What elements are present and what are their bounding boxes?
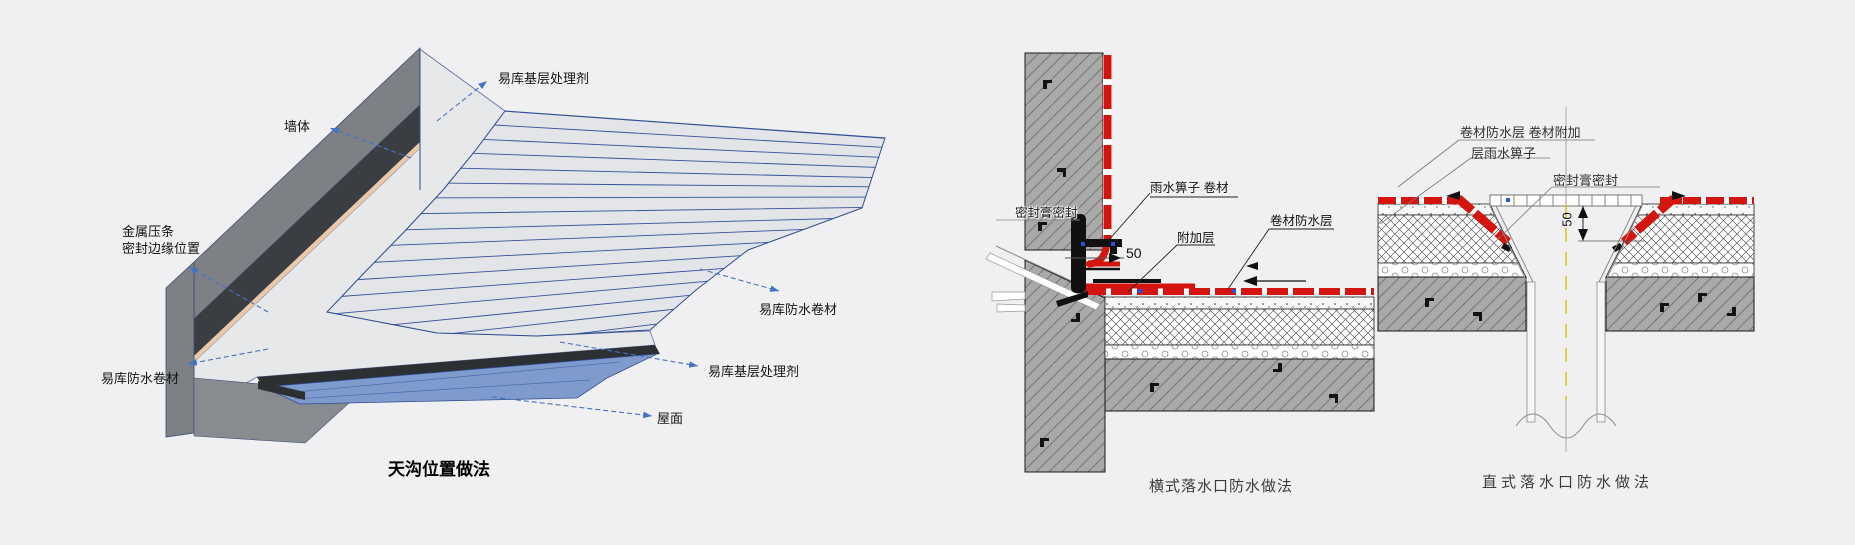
metal-batten-strip bbox=[194, 142, 420, 362]
label-roof: 屋面 bbox=[657, 411, 684, 426]
slab-right bbox=[1605, 276, 1755, 332]
slope-arrow-head bbox=[1243, 276, 1257, 286]
pipe-wall-left bbox=[1526, 281, 1536, 423]
clamp-bar bbox=[1093, 279, 1161, 283]
wall-primer-band bbox=[194, 105, 420, 356]
screed-layer bbox=[1104, 296, 1375, 310]
roof-edge-primer bbox=[257, 345, 660, 387]
label-membrane-left: 易库防水卷材 bbox=[101, 371, 180, 386]
side-drain-detail-drawing bbox=[985, 52, 1375, 473]
dim-arrow-50 bbox=[1109, 253, 1121, 263]
flow-arrow-left bbox=[1446, 191, 1460, 200]
dim-arrow-down bbox=[1578, 229, 1588, 241]
gutter-front-primer-notch bbox=[258, 381, 305, 400]
dim-50-mid: 50 bbox=[1126, 245, 1142, 261]
gutter-isometric-drawing bbox=[165, 47, 886, 444]
funnel-walls bbox=[1489, 205, 1643, 283]
wall-front-face bbox=[165, 261, 195, 438]
leader-primer-bottom bbox=[559, 341, 699, 368]
dim-arrow-up bbox=[1578, 206, 1588, 218]
vertical-drain-detail-drawing bbox=[1377, 107, 1755, 452]
leveling-layer bbox=[1104, 344, 1375, 360]
label-wall: 墙体 bbox=[284, 119, 311, 134]
corrugated-sheets bbox=[326, 110, 886, 337]
parapet-wall bbox=[1024, 52, 1104, 251]
pipe-break-symbol bbox=[1515, 413, 1617, 439]
vertical-drain-caption: 直式落水口防水做法 bbox=[1482, 474, 1654, 491]
annotation-leaders bbox=[1107, 192, 1334, 293]
blue-sheet-ridges bbox=[284, 361, 621, 400]
fastener-dots bbox=[1081, 242, 1236, 293]
ledge-step-2 bbox=[996, 303, 1026, 313]
leader-line1 bbox=[1397, 139, 1595, 188]
leader-wall bbox=[329, 127, 412, 159]
membrane-end-seal-left bbox=[1501, 243, 1512, 252]
label-metal-batten: 金属压条 密封边缘位置 bbox=[122, 223, 200, 257]
label-rain-grate-mid: 雨水箅子 卷材 bbox=[1150, 181, 1229, 195]
label-leaders bbox=[1379, 139, 1660, 241]
insulation-layer bbox=[1104, 308, 1375, 346]
soffit-flashing bbox=[985, 252, 1101, 311]
flange-drop bbox=[1110, 247, 1117, 254]
leader-membrane-right bbox=[699, 268, 780, 292]
gutter-diagram-title: 天沟位置做法 bbox=[388, 460, 490, 479]
sheet-ridge-lines bbox=[327, 111, 885, 336]
label-primer-bottom: 易库基层处理剂 bbox=[708, 364, 800, 379]
blue-roof-sheet bbox=[261, 353, 658, 405]
membrane-base-left bbox=[1378, 197, 1462, 204]
label-add-layer: 附加层 bbox=[1177, 231, 1215, 245]
leader-sealant bbox=[1496, 186, 1660, 241]
leveling-right bbox=[1605, 262, 1755, 278]
leader-add-layer bbox=[1127, 244, 1215, 293]
leader-membrane-left bbox=[187, 348, 269, 366]
leader-rain-grate bbox=[1107, 192, 1238, 242]
label-primer-top: 易库基层处理剂 bbox=[498, 71, 590, 86]
leader-membrane-label bbox=[1227, 228, 1334, 290]
pipe-wall-right bbox=[1596, 281, 1606, 423]
leader-primer-top bbox=[436, 80, 488, 122]
label-vd-line1: 卷材防水层 卷材附加 bbox=[1460, 125, 1581, 140]
leader-lines bbox=[187, 80, 780, 419]
dim-50-right: 50 bbox=[1559, 212, 1575, 227]
label-membrane-mid: 卷材防水层 bbox=[1270, 214, 1333, 228]
label-membrane-right: 易库防水卷材 bbox=[759, 302, 838, 317]
grate-fastener-dot bbox=[1506, 198, 1510, 202]
slab-left bbox=[1377, 276, 1527, 332]
label-vd-line2: 层雨水箅子 bbox=[1471, 146, 1537, 161]
label-sealant-right: 密封膏密封 bbox=[1553, 173, 1619, 188]
membrane-edge-tongue bbox=[1056, 291, 1088, 307]
ledge-step-1 bbox=[991, 291, 1026, 302]
drain-spout-pipe bbox=[1071, 214, 1086, 293]
leveling-left bbox=[1377, 262, 1527, 278]
side-drain-caption: 横式落水口防水做法 bbox=[1149, 478, 1294, 495]
drain-flange bbox=[1086, 239, 1122, 247]
flow-arrow-right bbox=[1672, 191, 1686, 200]
label-sealant-mid: 密封膏密封 bbox=[1015, 206, 1078, 220]
concrete-slab bbox=[1104, 358, 1375, 412]
leader-flag bbox=[1246, 262, 1258, 270]
label-metal-batten-line1: 金属压条 bbox=[122, 224, 175, 239]
leader-line2 bbox=[1379, 157, 1550, 225]
leader-metal-batten bbox=[188, 266, 269, 313]
leader-roof bbox=[491, 396, 653, 419]
label-metal-batten-line2: 密封边缘位置 bbox=[122, 241, 201, 256]
